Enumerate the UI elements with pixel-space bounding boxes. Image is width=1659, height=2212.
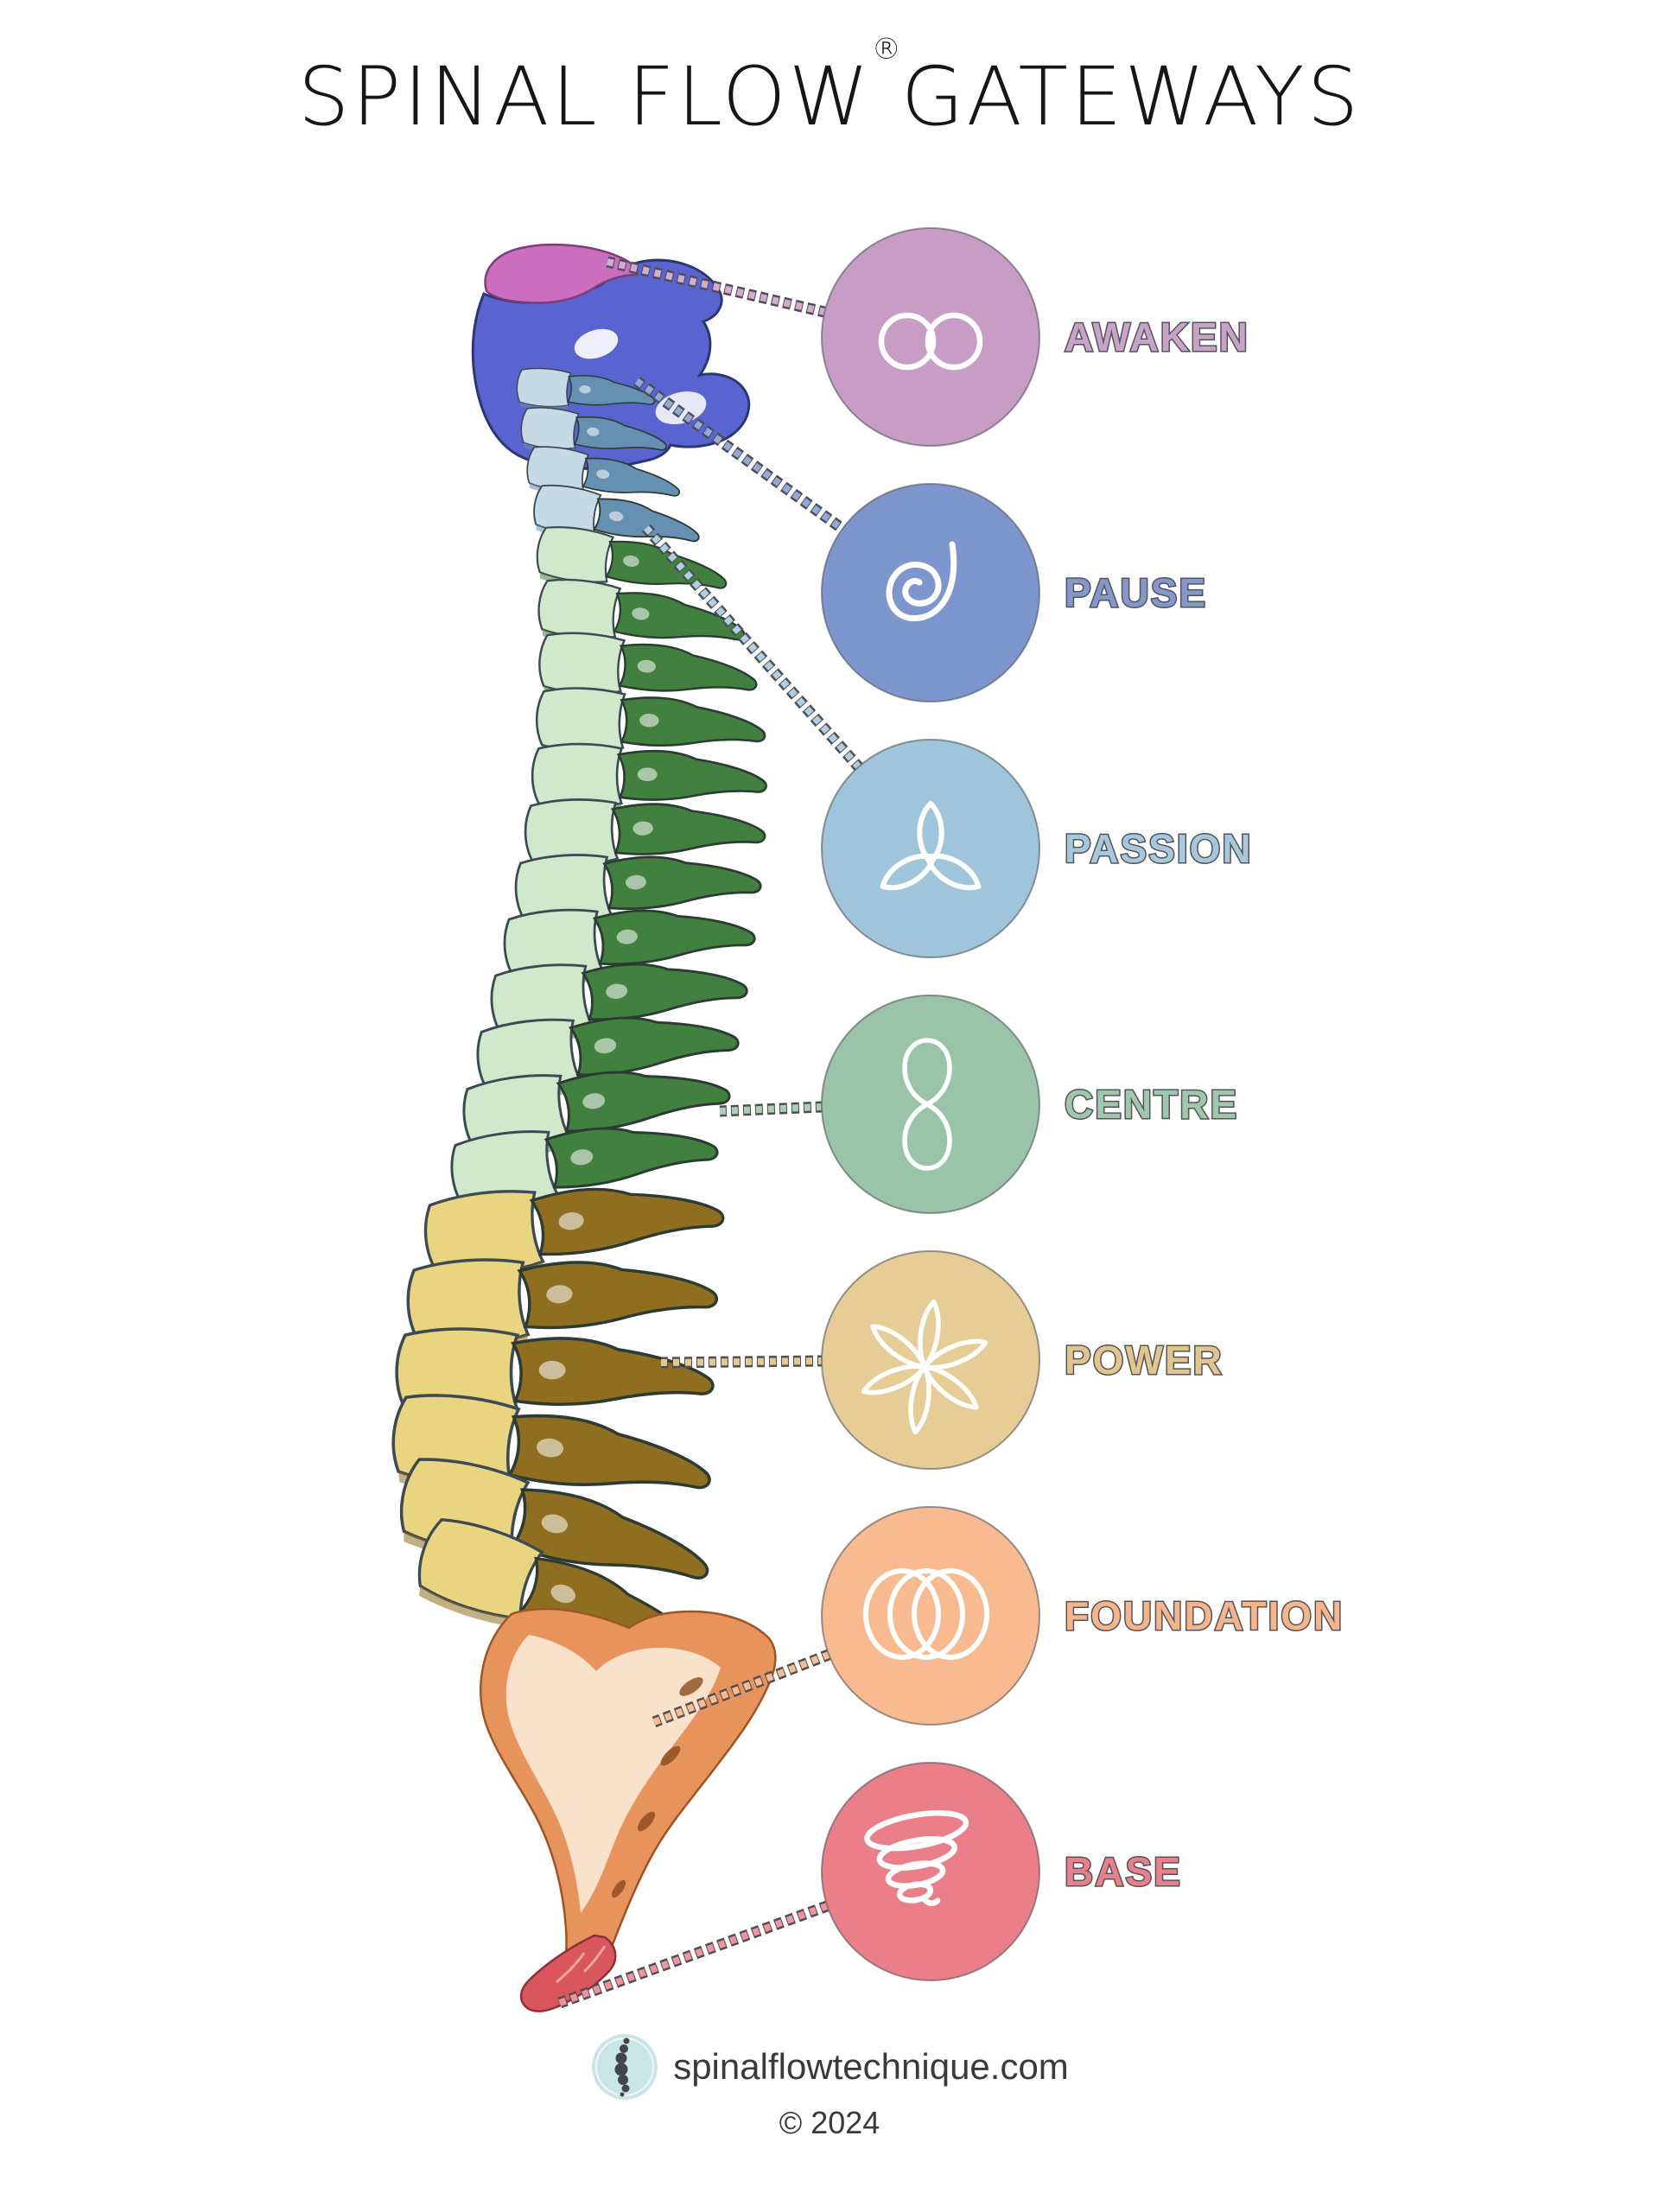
registered-trademark: ® <box>871 31 901 67</box>
tornado-icon <box>864 1810 969 1906</box>
gateway-label-passion: PASSION <box>1065 826 1253 871</box>
website-url: spinalflowtechnique.com <box>673 2046 1069 2087</box>
title-part1: SPINAL FLOW <box>297 50 872 144</box>
gateway-label-power: POWER <box>1065 1338 1224 1382</box>
spine-coccyx <box>519 1934 617 2012</box>
copyright: © 2024 <box>779 2105 880 2140</box>
gateway-passion: PASSION <box>821 739 1253 958</box>
gateway-label-awaken: AWAKEN <box>1065 315 1249 359</box>
gateway-base: BASE <box>821 1762 1182 1981</box>
gateway-pause: PAUSE <box>821 483 1207 702</box>
spine-thoracic <box>446 522 768 1222</box>
vertebra-foramen <box>574 328 619 359</box>
connector-pause <box>633 376 846 534</box>
triquetra-icon <box>880 801 982 891</box>
gateway-foundation: FOUNDATION <box>821 1506 1344 1726</box>
gateway-power: POWER <box>821 1250 1224 1470</box>
connector-centre <box>719 1101 823 1117</box>
spinal-flow-logo <box>592 2034 658 2100</box>
gateway-label-base: BASE <box>1065 1849 1182 1894</box>
spiral-icon <box>886 541 957 621</box>
connector-passion <box>642 524 863 772</box>
gateway-awaken: AWAKEN <box>821 227 1249 447</box>
connector-power <box>660 1355 823 1369</box>
infinity-icon <box>878 312 983 371</box>
rings-icon <box>863 1568 989 1660</box>
spine-occiput <box>484 243 639 304</box>
logo-spine-dots <box>614 2037 630 2097</box>
connector-awaken <box>606 256 826 318</box>
gateway-label-centre: CENTRE <box>1065 1082 1238 1127</box>
gateway-label-pause: PAUSE <box>1065 570 1207 615</box>
connector-base <box>557 1900 830 2009</box>
coccyx-segment-lines <box>556 1945 607 1984</box>
figure-eight-icon <box>902 1038 952 1171</box>
gateway-label-foundation: FOUNDATION <box>1065 1593 1344 1638</box>
connectors <box>557 256 863 2009</box>
spine-illustration <box>386 243 777 2012</box>
gateway-centre: CENTRE <box>821 995 1238 1214</box>
page-title: SPINAL FLOW®GATEWAYS <box>0 32 1659 144</box>
footer: spinalflowtechnique.com © 2024 <box>0 2032 1659 2141</box>
flower-icon <box>861 1299 988 1435</box>
title-part2: GATEWAYS <box>900 50 1362 144</box>
